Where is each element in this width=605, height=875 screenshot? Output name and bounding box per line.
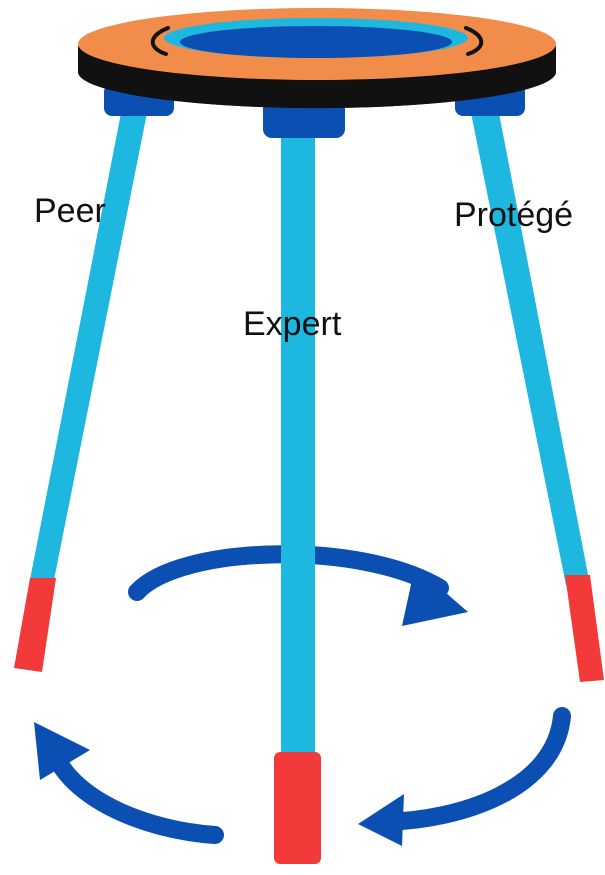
leg-right-foot — [565, 575, 604, 682]
arrow-bottom-right-head — [358, 794, 404, 846]
leg-center-shaft — [281, 125, 315, 765]
arrow-bottom-left-curve — [46, 746, 224, 844]
arrow-top-head — [402, 566, 468, 626]
leg-left-shaft — [28, 108, 148, 590]
label-peer: Peer — [34, 192, 106, 230]
rotation-arrows — [34, 545, 571, 846]
arrow-bottom-left-head — [34, 722, 90, 780]
leg-center — [274, 125, 321, 864]
arrow-top-curve — [128, 545, 449, 601]
label-expert: Expert — [243, 305, 342, 343]
seat-arc-right — [464, 26, 484, 56]
seat-arc-left — [150, 26, 170, 56]
seat-center — [180, 26, 452, 58]
leg-left-foot — [14, 578, 56, 672]
label-protege: Protégé — [454, 196, 574, 234]
leg-center-foot — [274, 752, 321, 864]
arrow-bottom-right-curve — [376, 707, 571, 831]
leg-left — [14, 108, 148, 672]
leg-right — [470, 108, 604, 682]
leg-right-shaft — [470, 108, 590, 585]
stool-seat-icon — [78, 8, 556, 109]
